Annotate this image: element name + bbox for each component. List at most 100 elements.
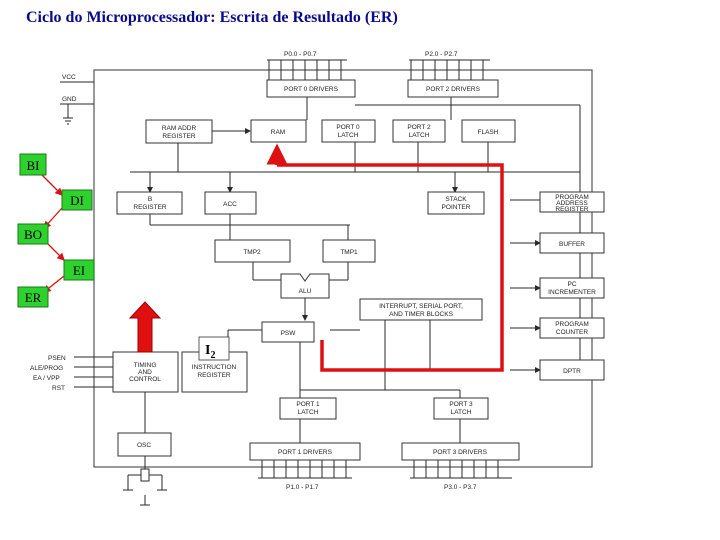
b-register-label-2: REGISTER xyxy=(133,204,167,211)
interrupt-label-2: AND TIMER BLOCKS xyxy=(389,311,453,318)
port2-bus-label: P2.0 - P2.7 xyxy=(425,51,458,58)
stage-bi-label: BI xyxy=(27,158,40,173)
port1-drivers-block xyxy=(249,442,361,461)
buffer-label: BUFFER xyxy=(559,241,585,248)
stack-pointer-label-1: STACK xyxy=(445,196,467,203)
port0-latch-block xyxy=(321,119,376,143)
stage-bo-badge xyxy=(17,223,49,245)
stack-pointer-label-2: POINTER xyxy=(442,204,471,211)
write-back-path xyxy=(266,143,504,372)
port2-drivers-block xyxy=(407,79,499,98)
tmp1-label: TMP1 xyxy=(340,249,358,256)
flash-block xyxy=(461,119,516,143)
stage-di-label: DI xyxy=(70,193,84,208)
psw-block xyxy=(261,321,315,343)
port1-pins xyxy=(258,460,352,479)
stage-er-label: ER xyxy=(25,290,42,305)
tmp2-label: TMP2 xyxy=(243,249,261,256)
port1-drivers-label: PORT 1 DRIVERS xyxy=(278,449,333,456)
port1-latch-label-2: LATCH xyxy=(298,409,319,416)
program-counter-label-2: COUNTER xyxy=(556,329,588,336)
buffer-block xyxy=(539,232,605,254)
port0-drivers-label: PORT 0 DRIVERS xyxy=(284,86,339,93)
flash-label: FLASH xyxy=(478,129,499,136)
port2-latch-label-1: PORT 2 xyxy=(407,124,431,131)
port0-pins xyxy=(267,59,347,80)
alu-label: ALU xyxy=(299,288,312,295)
instruction-register-label-2: REGISTER xyxy=(197,372,231,379)
dptr-block xyxy=(539,359,605,381)
interrupt-block xyxy=(359,298,483,321)
ea-vpp-label: EA / VPP xyxy=(33,375,60,382)
b-register-block xyxy=(116,191,183,215)
port2-latch-label-2: LATCH xyxy=(409,132,430,139)
port3-drivers-label: PORT 3 DRIVERS xyxy=(433,449,488,456)
acc-block xyxy=(204,191,257,215)
program-counter-label-1: PROGRAM xyxy=(555,321,589,328)
instruction-badge xyxy=(198,336,230,361)
osc-block xyxy=(117,432,172,457)
ram-addr-label-2: REGISTER xyxy=(162,133,196,140)
stage-er-badge xyxy=(17,286,49,308)
interrupt-label-1: INTERRUPT, SERIAL PORT, xyxy=(379,303,463,310)
pc-incrementer-label-1: PC xyxy=(567,281,576,288)
port3-latch-label-2: LATCH xyxy=(451,409,472,416)
osc-label: OSC xyxy=(137,442,151,449)
port3-latch-block xyxy=(433,397,489,420)
program-counter-block xyxy=(539,317,605,339)
ram-addr-label-1: RAM ADDR xyxy=(162,125,197,132)
stage-ei-badge xyxy=(63,259,95,281)
crystal-icon xyxy=(123,468,167,506)
program-address-label-3: REGISTER xyxy=(555,206,589,213)
port0-drivers-block xyxy=(266,79,356,98)
port3-drivers-block xyxy=(401,442,520,461)
port0-latch-label-2: LATCH xyxy=(338,132,359,139)
tmp1-block xyxy=(322,239,376,263)
dptr-label: DPTR xyxy=(563,368,581,375)
b-register-label-1: B xyxy=(148,196,152,203)
port3-pins xyxy=(410,460,512,479)
instruction-register-label-1: INSTRUCTION xyxy=(192,364,237,371)
program-address-register-block xyxy=(539,191,605,213)
ram-block xyxy=(250,119,307,143)
instruction-label: I2 xyxy=(205,343,215,361)
stage-di-badge xyxy=(61,189,93,211)
timing-control-block xyxy=(112,351,179,393)
port1-bus-label: P1.0 - P1.7 xyxy=(286,484,319,491)
psw-label: PSW xyxy=(281,330,297,337)
timing-label-2: AND xyxy=(138,369,152,376)
port0-bus-label: P0.0 - P0.7 xyxy=(284,51,317,58)
program-address-label-1: PROGRAM xyxy=(555,194,589,201)
port3-bus-label: P3.0 - P3.7 xyxy=(444,484,477,491)
port3-latch-label-1: PORT 3 xyxy=(449,401,473,408)
pc-incrementer-block xyxy=(539,277,605,299)
alu-block xyxy=(280,273,330,299)
ram-addr-register-block xyxy=(145,119,213,144)
stage-bi-badge xyxy=(19,153,47,176)
ale-prog-label: ALE/PROG xyxy=(30,365,63,372)
program-address-label-2: ADDRESS xyxy=(556,200,588,207)
stage-ei-label: EI xyxy=(73,263,85,278)
acc-label: ACC xyxy=(223,201,237,208)
port1-latch-label-1: PORT 1 xyxy=(296,401,320,408)
tmp2-block xyxy=(214,239,291,263)
timing-label-1: TIMING xyxy=(134,362,157,369)
interconnect xyxy=(130,97,581,475)
vcc-label: VCC xyxy=(62,74,76,81)
stage-bo-label: BO xyxy=(24,227,42,242)
port1-latch-block xyxy=(279,397,337,420)
pc-incrementer-label-2: INCREMENTER xyxy=(548,289,596,296)
timing-label-3: CONTROL xyxy=(129,376,161,383)
port2-drivers-label: PORT 2 DRIVERS xyxy=(426,86,481,93)
stack-pointer-block xyxy=(427,191,485,215)
port0-latch-label-1: PORT 0 xyxy=(336,124,360,131)
rst-label: RST xyxy=(52,385,65,392)
write-arrow-up-icon xyxy=(128,301,162,353)
ram-label: RAM xyxy=(271,129,285,136)
port2-latch-block xyxy=(392,119,446,143)
gnd-label: GND xyxy=(62,96,77,103)
psen-label: PSEN xyxy=(48,355,66,362)
port2-pins xyxy=(409,59,490,80)
slide-title: Ciclo do Microprocessador: Escrita de Re… xyxy=(26,9,398,26)
